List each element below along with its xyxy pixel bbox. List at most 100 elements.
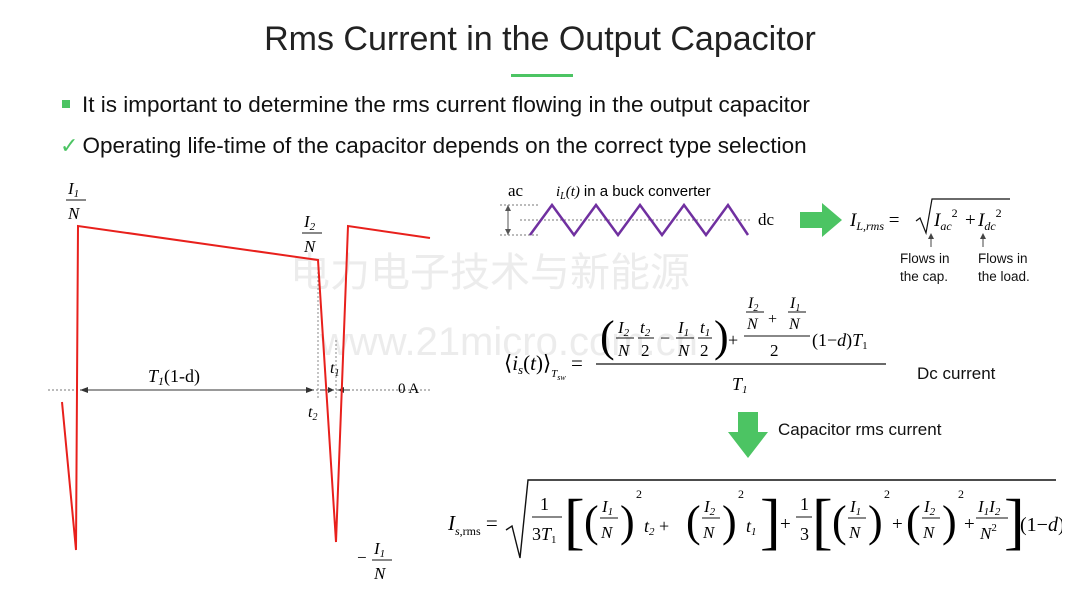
ac-arrow-up-icon bbox=[505, 205, 511, 211]
paren-b-close: ) bbox=[722, 497, 737, 546]
zero-amp-label: 0 A bbox=[398, 381, 419, 397]
frac-t2-2-den: 2 bbox=[641, 341, 650, 360]
sq-I1-N-den: N bbox=[600, 523, 614, 542]
right-paren: ) bbox=[714, 312, 729, 361]
frac-3T1: 3T1 bbox=[532, 524, 557, 546]
sq-I1-N: I1 bbox=[601, 497, 613, 518]
frac-t1-2: t1 bbox=[700, 318, 710, 339]
square-bullet-icon bbox=[62, 100, 70, 108]
load-up-arrow-icon bbox=[980, 233, 986, 239]
paren-d-close: ) bbox=[942, 497, 957, 546]
minus-sign: − bbox=[357, 548, 367, 567]
plus-op: + bbox=[728, 330, 738, 350]
frac-t2-2: t2 bbox=[640, 318, 651, 339]
Idc-term: Idc2 bbox=[977, 206, 1002, 233]
one-minus-d-T1: (1−d)T1 bbox=[812, 330, 868, 352]
buck-inductor-section: ac iL(t)in a buck converter dc IL,rms = … bbox=[500, 181, 1010, 247]
left-bracket-2: [ bbox=[812, 488, 833, 556]
plus-op-4: + bbox=[964, 514, 975, 535]
left-paren: ( bbox=[600, 312, 615, 361]
frac-1-3-den: 3 bbox=[800, 524, 809, 544]
green-down-arrow bbox=[728, 412, 768, 458]
Iac-term: Iac2 bbox=[933, 206, 958, 233]
watermark-url: www.21micro.com.cn bbox=[320, 320, 698, 364]
paren-b-open: ( bbox=[686, 497, 701, 546]
sqrt-sign-icon bbox=[915, 198, 1010, 236]
inner-I2-N: I2 bbox=[747, 295, 758, 314]
minus-op: − bbox=[660, 328, 670, 348]
dc-current-equation: ⟨is(t)⟩Tsw = ( ) I2 N t2 2 − I1 N t1 2 +… bbox=[504, 295, 886, 396]
sq2-I2-N: I2 bbox=[923, 497, 936, 518]
ac-arrow-down-icon bbox=[505, 229, 511, 235]
sq-I2-N: I2 bbox=[703, 497, 716, 518]
pow-2-a: 2 bbox=[636, 487, 642, 501]
paren-d-open: ( bbox=[906, 497, 921, 546]
T1-arrow-right-icon bbox=[306, 387, 314, 393]
inductor-ripple-wave bbox=[528, 202, 750, 238]
I1I2-num: I1I2 bbox=[977, 497, 1001, 518]
plus-sign: + bbox=[965, 210, 976, 231]
Is-rms-lhs: Is,rms = bbox=[447, 511, 498, 538]
paren-a-close: ) bbox=[620, 497, 635, 546]
frac-I2-N: I2 bbox=[617, 318, 630, 339]
bullet-1: It is important to determine the rms cur… bbox=[62, 92, 810, 118]
right-bracket-1: ] bbox=[760, 488, 781, 556]
watermark-chinese: 电力电子技术与新能源 bbox=[290, 251, 690, 295]
pow-2-c: 2 bbox=[884, 487, 890, 501]
N2-den: N2 bbox=[979, 522, 997, 543]
ac-label: ac bbox=[508, 181, 524, 200]
I2-over-N-num: I2 bbox=[303, 212, 316, 233]
frac-t1-2-den: 2 bbox=[700, 341, 709, 360]
inner-I1-N: I1 bbox=[789, 295, 800, 314]
frac-1-3-num: 1 bbox=[800, 494, 809, 514]
sq2-I1-N: I1 bbox=[849, 497, 861, 518]
pow-2-d: 2 bbox=[958, 487, 964, 501]
one-minus-d-tail: (1−d) bbox=[1020, 514, 1062, 536]
right-bracket-2: ] bbox=[1004, 488, 1025, 556]
t2-term: t2 + bbox=[644, 516, 669, 538]
green-down-arrow-icon bbox=[728, 412, 768, 458]
sq-I2-N-den: N bbox=[702, 523, 716, 542]
sqrt-sign-large-icon bbox=[505, 479, 1056, 559]
bullet-1-text: It is important to determine the rms cur… bbox=[82, 92, 810, 117]
pow-2-b: 2 bbox=[738, 487, 744, 501]
t2-label: t2 bbox=[308, 404, 317, 423]
denominator-T1: T1 bbox=[732, 374, 748, 396]
plus-op-3: + bbox=[892, 514, 903, 535]
paren-c-close: ) bbox=[868, 497, 883, 546]
frac-I1-N-den: N bbox=[677, 341, 691, 360]
left-bracket-1: [ bbox=[564, 488, 585, 556]
frac-1: 1 bbox=[540, 494, 549, 514]
dc-current-label: Dc current bbox=[917, 364, 996, 383]
inner-I1-N-den: N bbox=[788, 316, 801, 333]
inner-I2-N-den: N bbox=[746, 316, 759, 333]
current-waveform-line bbox=[61, 224, 431, 551]
I1-over-N-top-num: I1 bbox=[67, 179, 79, 200]
plus-op-2: + bbox=[780, 514, 791, 535]
check-icon: ✓ bbox=[60, 133, 79, 158]
sq2-I1-N-den: N bbox=[848, 523, 862, 542]
I1-over-N-top-den: N bbox=[67, 204, 81, 223]
t1-label: t1 bbox=[330, 360, 339, 379]
paren-a-open: ( bbox=[584, 497, 599, 546]
I1-over-N-bottom-num: I1 bbox=[373, 539, 385, 560]
capacitor-rms-equation: Is,rms = 1 3T1 [ ( I1 N ) 2 t2 + ( I2 N … bbox=[447, 479, 1062, 559]
inner-plus: + bbox=[768, 311, 777, 328]
IL-rms-lhs: IL,rms = bbox=[849, 210, 899, 233]
frac-I1-N: I1 bbox=[677, 318, 689, 339]
t1-arrow-icon bbox=[328, 387, 334, 393]
capacitor-rms-current-label: Capacitor rms current bbox=[778, 420, 942, 439]
inner-den-2: 2 bbox=[770, 341, 779, 360]
T1-1-minus-d-label: T1(1-d) bbox=[148, 366, 200, 388]
I2-over-N-den: N bbox=[303, 237, 317, 256]
frac-I2-N-den: N bbox=[617, 341, 631, 360]
capacitor-current-waveform: I1 N I2 N T1(1-d) t1 t2 0 A − I1 N bbox=[48, 179, 431, 583]
dc-label: dc bbox=[758, 210, 775, 229]
bullet-2-text: Operating life-time of the capacitor dep… bbox=[82, 133, 807, 158]
t1-term: t1 bbox=[746, 516, 757, 538]
flows-in-cap-label: Flows in the cap. bbox=[900, 251, 950, 284]
avg-is-lhs: ⟨is(t)⟩Tsw = bbox=[504, 351, 583, 382]
bullet-2: ✓Operating life-time of the capacitor de… bbox=[60, 133, 807, 159]
flows-in-load-label: Flows in the load. bbox=[978, 251, 1030, 284]
green-right-arrow-icon bbox=[800, 203, 842, 237]
